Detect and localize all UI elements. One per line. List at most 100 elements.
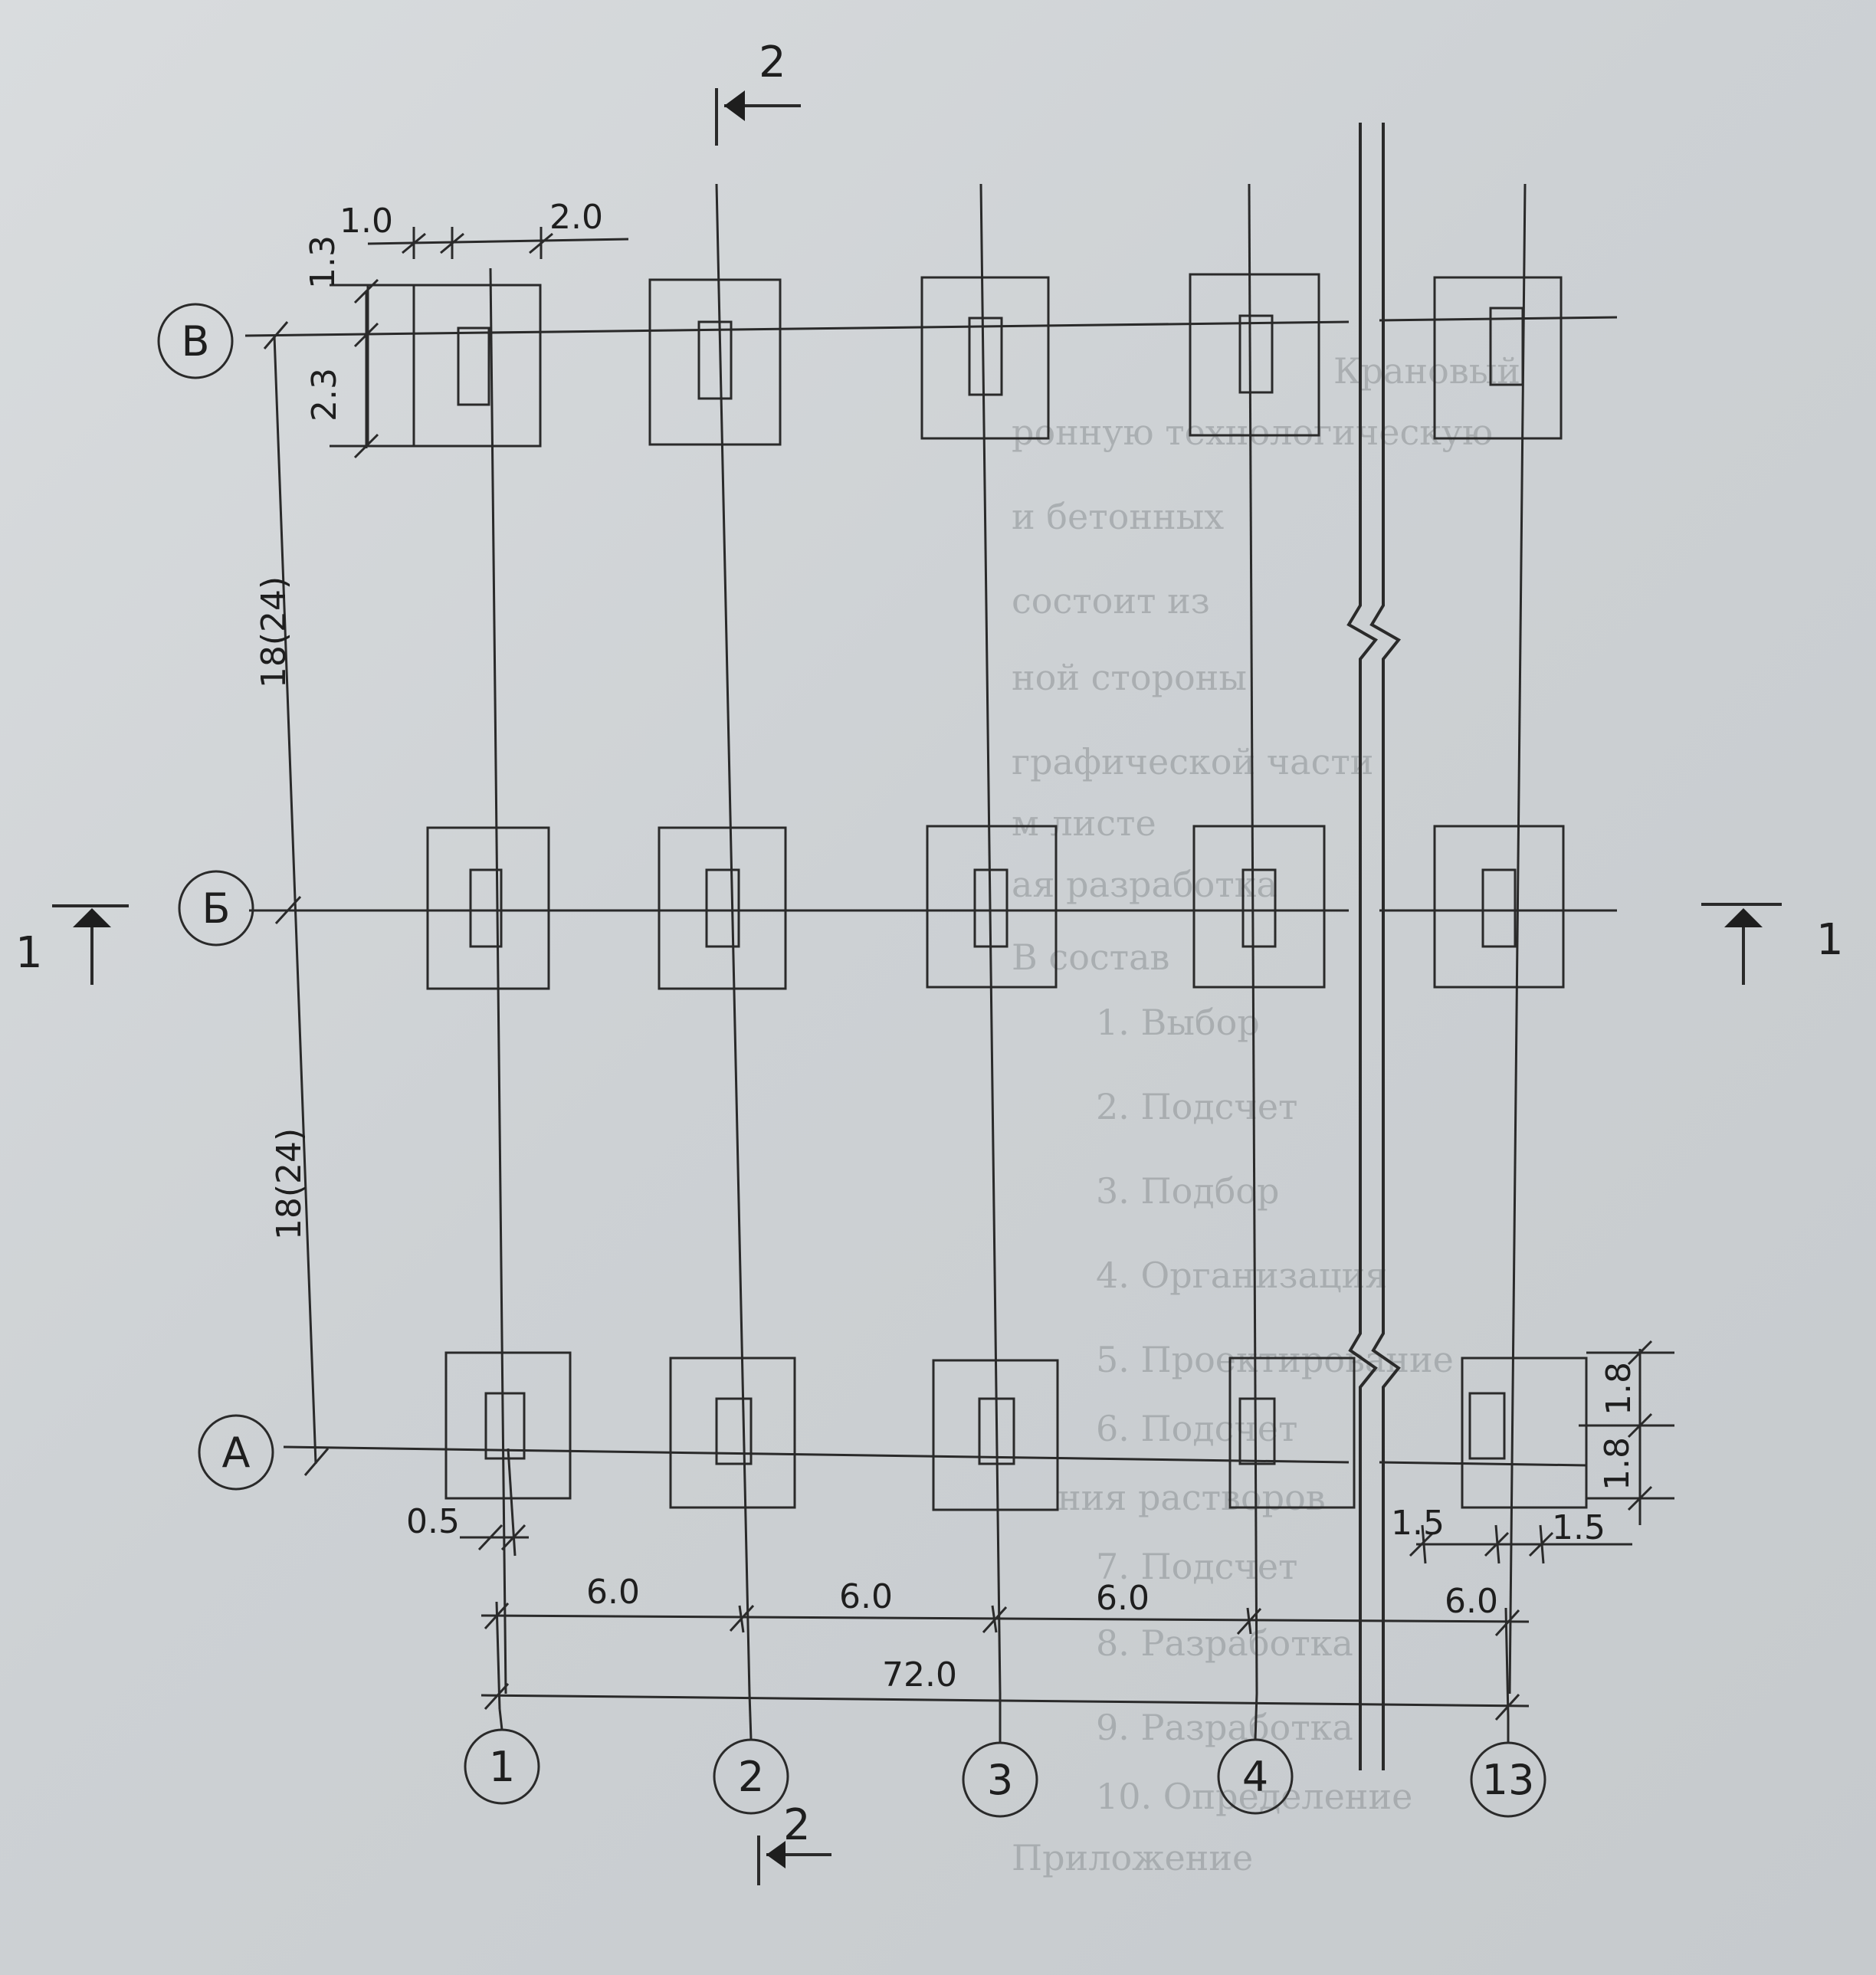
column-socket <box>697 320 733 400</box>
background-text-line: 2. Подсчет <box>1096 1086 1298 1127</box>
column-socket <box>1238 1397 1276 1465</box>
background-text-line: 1. Выбор <box>1096 1002 1260 1043</box>
axis-line-V <box>244 320 1350 337</box>
background-text-line: м листе <box>1012 802 1156 844</box>
dim-found-w1: 1.0 <box>339 202 393 241</box>
dim-found-right-w2: 1.5 <box>1552 1508 1605 1547</box>
dim-found-right-h1: 1.8 <box>1599 1362 1638 1416</box>
background-text-line: 7. Подсчет <box>1096 1546 1298 1587</box>
section-label-1-right: 1 <box>1816 915 1844 965</box>
dim-found-right-w1: 1.5 <box>1391 1504 1445 1543</box>
offset-dim <box>460 1448 529 1557</box>
section-label-2-bottom: 2 <box>783 1800 811 1850</box>
column-socket <box>457 326 490 406</box>
foundation <box>1461 1357 1588 1509</box>
dim-found-right-h2: 1.8 <box>1598 1437 1637 1491</box>
section-arrow <box>766 1841 785 1868</box>
column-socket <box>1241 868 1277 948</box>
section-label-1-left: 1 <box>15 928 43 978</box>
axis-line-4 <box>1248 183 1258 1694</box>
section-2-marks <box>715 88 831 1885</box>
foundation <box>444 1351 572 1500</box>
column-socket <box>1489 307 1524 386</box>
section-arrow <box>1724 908 1763 927</box>
dim-found-h1: 1.3 <box>303 235 343 289</box>
axis-line-1 <box>489 267 507 1694</box>
foundation <box>669 1357 796 1509</box>
axis-label-4: 4 <box>1242 1753 1268 1801</box>
dim-col-spacing-3: 6.0 <box>1096 1579 1150 1618</box>
foundations-row-B <box>426 825 1565 990</box>
foundation <box>1189 273 1320 437</box>
column-socket <box>1468 1392 1506 1460</box>
dim-row-spacing-2: 18(24) <box>270 1128 309 1240</box>
background-text-line: графической части <box>1012 741 1373 782</box>
axis-bubble-V <box>157 303 234 379</box>
column-socket <box>484 1392 526 1460</box>
foundation <box>920 276 1050 440</box>
axis-line-2 <box>715 183 751 1694</box>
axis-line-3 <box>979 183 1002 1694</box>
foundations-row-A <box>444 1351 1588 1511</box>
foundation <box>932 1359 1059 1511</box>
axis-label-A: А <box>222 1429 251 1477</box>
foundation <box>926 825 1058 989</box>
foundation <box>1433 825 1565 989</box>
section-1-marks <box>52 903 1782 985</box>
background-text-line: Приложение <box>1012 1837 1253 1878</box>
column-socket <box>973 868 1009 948</box>
column-socket <box>1481 868 1517 948</box>
axis-label-2: 2 <box>738 1753 764 1801</box>
foundation <box>658 826 787 990</box>
column-socket <box>469 868 503 948</box>
dim-found-w2: 2.0 <box>549 198 603 237</box>
background-text-line: состоит из <box>1012 580 1210 622</box>
axis-label-3: 3 <box>987 1756 1013 1804</box>
dim-col-spacing-2: 6.0 <box>839 1577 893 1616</box>
axis-line-13 <box>1508 183 1527 1694</box>
foundation-size-dims <box>330 227 629 459</box>
foundation <box>648 278 782 446</box>
axis-bubble-A <box>198 1414 274 1491</box>
row-dimension-chain <box>263 321 330 1476</box>
background-text-line: ния растворов <box>1058 1477 1326 1518</box>
column-axis-bubbles <box>464 1693 1546 1818</box>
column-socket <box>705 868 740 948</box>
section-arrow <box>724 90 745 121</box>
background-text-line: ной стороны <box>1012 657 1247 698</box>
dim-found-h2: 2.3 <box>305 368 344 422</box>
background-text-line: 8. Разработка <box>1096 1622 1353 1664</box>
column-socket <box>715 1397 753 1465</box>
dim-col-spacing-1: 6.0 <box>586 1573 640 1612</box>
background-text-line: 4. Организация <box>1096 1255 1387 1296</box>
foundation <box>426 826 550 990</box>
background-text-line: 6. Подсчет <box>1096 1408 1298 1449</box>
foundation <box>1433 276 1563 440</box>
background-text-line: и бетонных <box>1012 496 1224 537</box>
column-dimension-chains <box>480 1601 1530 1721</box>
foundation <box>1228 1357 1356 1509</box>
axis-line-A <box>283 1445 1350 1464</box>
background-text-line: 10. Определение <box>1096 1776 1412 1817</box>
column-socket <box>1238 314 1274 394</box>
axis-label-B: Б <box>202 884 230 933</box>
axis-label-13: 13 <box>1482 1756 1535 1804</box>
section-label-2-top: 2 <box>759 38 786 87</box>
foundation <box>366 284 542 448</box>
dim-offset: 0.5 <box>406 1502 460 1541</box>
foundation <box>1192 825 1326 989</box>
dim-total-length: 72.0 <box>882 1655 957 1694</box>
axis-label-V: В <box>181 317 209 366</box>
background-text-line: 9. Разработка <box>1096 1707 1353 1748</box>
background-text-line: 3. Подбор <box>1096 1170 1279 1212</box>
background-text-line: Крановый <box>1333 350 1520 392</box>
dim-row-spacing-1: 18(24) <box>254 576 294 688</box>
column-socket <box>978 1397 1015 1465</box>
axis-bubble-B <box>178 870 254 946</box>
foundations-row-V <box>366 273 1563 448</box>
column-socket <box>968 317 1003 396</box>
right-foundation-dims <box>1409 1340 1674 1564</box>
row-axes-lines <box>244 316 1618 1467</box>
row-axis-bubbles <box>157 303 274 1491</box>
